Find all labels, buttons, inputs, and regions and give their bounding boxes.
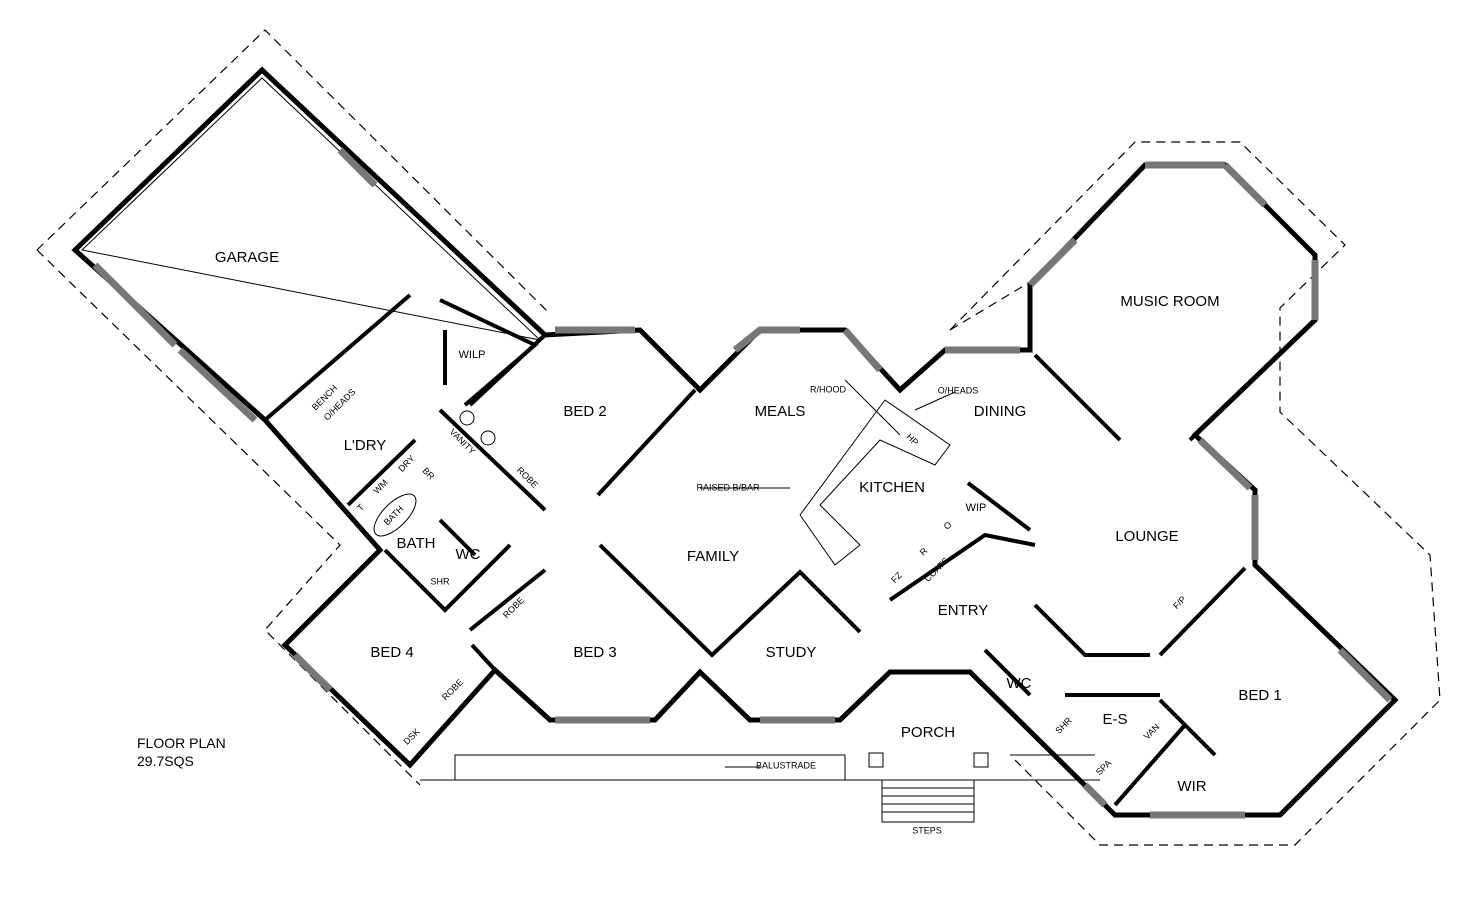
room-wc: WC	[456, 546, 481, 563]
plan-area: 29.7SQS	[137, 753, 194, 769]
label-spa: SPA	[1094, 758, 1113, 777]
room-bed3: BED 3	[573, 644, 616, 661]
room-entry: ENTRY	[938, 602, 989, 619]
room-porch: PORCH	[901, 724, 955, 741]
room-bed2: BED 2	[563, 403, 606, 420]
interior-walls	[263, 285, 1247, 807]
label-br: BR	[420, 466, 436, 482]
room-wc2: WC	[1007, 675, 1032, 692]
plan-title-name: FLOOR PLAN	[137, 735, 226, 751]
label-balustrade: BALUSTRADE	[756, 760, 816, 770]
room-wip: WIP	[966, 502, 987, 514]
label-r: R	[918, 545, 930, 557]
label-robe-bed3: ROBE	[501, 595, 526, 620]
room-kitchen: KITCHEN	[859, 479, 925, 496]
room-bed1: BED 1	[1238, 687, 1281, 704]
room-labels: GARAGE L'DRY WILP BED 2 MEALS DINING MUS…	[215, 249, 1282, 795]
roof-outline	[36, 29, 1441, 846]
room-wir: WIR	[1177, 778, 1206, 795]
room-meals: MEALS	[755, 403, 806, 420]
label-shr-es: SHR	[1053, 715, 1074, 736]
room-lounge: LOUNGE	[1115, 528, 1178, 545]
label-raised-bar: RAISED B/BAR	[696, 482, 760, 492]
label-oheads-kitchen: O/HEADS	[938, 385, 979, 395]
room-bed4: BED 4	[370, 644, 413, 661]
label-rhood: R/HOOD	[810, 384, 847, 394]
room-garage: GARAGE	[215, 249, 279, 266]
room-dining: DINING	[974, 403, 1027, 420]
steps	[881, 779, 975, 823]
room-music: MUSIC ROOM	[1120, 293, 1219, 310]
room-ensuite: E-S	[1102, 711, 1127, 728]
label-fp: F/P	[1171, 594, 1188, 611]
room-study: STUDY	[766, 644, 817, 661]
label-shr: SHR	[430, 576, 450, 586]
label-hp: HP	[904, 432, 920, 448]
plan-title: FLOOR PLAN 29.7SQS	[137, 735, 226, 769]
label-t: T	[355, 502, 366, 513]
label-fz: FZ	[889, 570, 904, 585]
label-coats: COATS	[922, 555, 951, 584]
label-robe-bed4: ROBE	[440, 677, 465, 702]
label-o: O	[942, 520, 954, 532]
room-laundry: L'DRY	[344, 437, 387, 454]
label-van: VAN	[1142, 722, 1162, 742]
exterior-walls	[71, 66, 1399, 819]
room-wilp: WILP	[459, 349, 486, 361]
room-bath: BATH	[397, 535, 436, 552]
label-steps: STEPS	[912, 825, 942, 835]
room-family: FAMILY	[687, 548, 739, 565]
label-dsk: DSK	[401, 726, 421, 746]
fixtures	[373, 379, 1100, 823]
